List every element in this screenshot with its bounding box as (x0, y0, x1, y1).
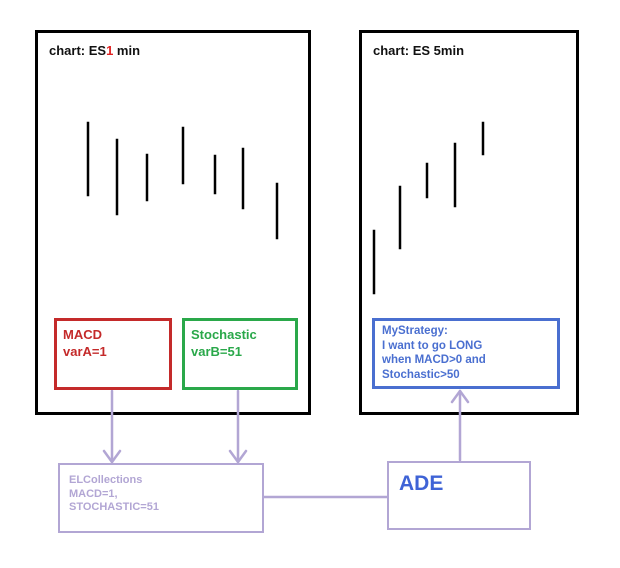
es-5min-chart-title: chart: ES 5min (373, 43, 465, 58)
arrowhead (102, 449, 122, 464)
arrowhead (450, 389, 470, 404)
ade-label: ADE (399, 472, 444, 495)
es-5min-price-bars (372, 121, 485, 295)
stochastic-label: Stochastic (191, 327, 257, 342)
arrowhead (228, 449, 248, 464)
connectors (102, 389, 470, 499)
stochastic-indicator-box: Stochastic varB=51 (182, 318, 298, 390)
strategy-line: Stochastic>50 (382, 368, 460, 381)
title-prefix: chart: ES (49, 43, 107, 58)
macd-variable: varA=1 (63, 344, 107, 359)
macd-indicator-box: MACD varA=1 (54, 318, 172, 390)
title-suffix: min (113, 43, 141, 58)
stochastic-variable: varB=51 (191, 344, 242, 359)
elcollections-box: ELCollections MACD=1, STOCHASTIC=51 (58, 463, 264, 533)
elcollections-line: MACD=1, (69, 487, 118, 500)
es-1min-chart-title: chart: ES1 min (49, 43, 140, 58)
ade-box: ADE (387, 461, 531, 530)
macd-label: MACD (63, 327, 102, 342)
strategy-box: MyStrategy: I want to go LONG when MACD>… (372, 318, 560, 389)
strategy-line: MyStrategy: (382, 325, 448, 337)
strategy-line: when MACD>0 and (382, 354, 486, 366)
es-1min-price-bars (86, 121, 279, 240)
elcollections-line: ELCollections (69, 474, 143, 486)
elcollections-line: STOCHASTIC=51 (69, 501, 159, 513)
title-highlight: 1 (106, 43, 114, 58)
strategy-line: I want to go LONG (382, 339, 483, 352)
